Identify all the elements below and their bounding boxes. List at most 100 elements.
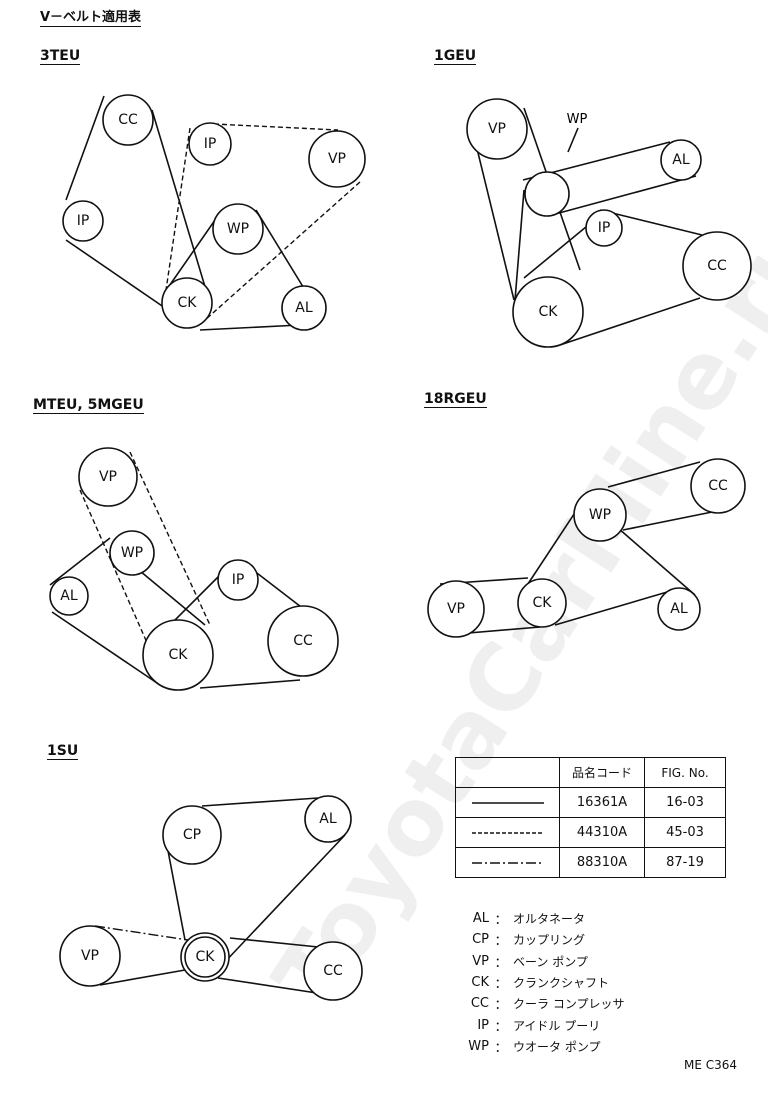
pulley-ck-label: CK — [539, 304, 559, 320]
page-title: V－ベルト適用表 — [40, 6, 142, 27]
pulley-vp: VP — [308, 130, 366, 188]
pulley-al: AL — [304, 795, 352, 843]
diagram-1geu: WP VP AL IP CC CK — [466, 98, 752, 348]
line-sample-solid — [455, 787, 560, 818]
abbreviation-name: アイドル プーリ — [513, 1018, 601, 1033]
legend-row: 44310A 45-03 — [455, 817, 726, 848]
abbreviation-item: VP ： ベーン ポンプ — [447, 951, 624, 972]
abbreviation-colon: ： — [494, 913, 508, 929]
abbreviation-name: オルタネータ — [513, 912, 586, 927]
legend-fig: 87-19 — [644, 847, 726, 878]
pulley-wp: WP — [212, 203, 264, 255]
pulley-ip-label: IP — [232, 572, 245, 588]
legend-code: 44310A — [559, 817, 645, 848]
pulley-wp-label: WP — [121, 545, 143, 561]
pulley-ck-label: CK — [169, 647, 189, 663]
legend-fig: 45-03 — [644, 817, 726, 848]
legend-row: 88310A 87-19 — [455, 847, 726, 878]
legend-header-row: 品名コード FIG. No. — [455, 757, 726, 788]
pulley-cp-label: CP — [183, 827, 201, 843]
pulley-ck-label: CK — [178, 295, 198, 311]
line-sample-dashed — [455, 817, 560, 848]
abbreviation-code: AL — [472, 911, 489, 927]
pulley-vp: VP — [466, 98, 528, 160]
abbreviation-code: CK — [471, 975, 489, 991]
pulley-al-label: AL — [319, 811, 337, 827]
pulley-vp-label: VP — [99, 469, 117, 485]
pulley-ck: CK — [161, 277, 213, 329]
pulley-cp: CP — [162, 805, 222, 865]
abbreviation-name: カップリング — [513, 933, 586, 948]
pulley-wp: WP — [573, 488, 627, 542]
pulley-vp: VP — [427, 580, 485, 638]
pulley-ck-label: CK — [196, 949, 216, 965]
legend-header-line — [455, 757, 560, 788]
pulley-vp-label: VP — [328, 151, 346, 167]
pulley-vp: VP — [59, 925, 121, 987]
abbreviation-code: CP — [472, 932, 489, 948]
pulley-cc-label: CC — [707, 258, 727, 274]
pulley-vp-label: VP — [81, 948, 99, 964]
abbreviation-name: クランクシャフト — [513, 976, 610, 991]
pulley-cc: CC — [303, 941, 363, 1001]
pulley-wp — [524, 171, 570, 217]
legend-row: 16361A 16-03 — [455, 787, 726, 818]
abbreviation-colon: ： — [494, 1040, 508, 1056]
legend-code: 16361A — [559, 787, 645, 818]
pulley-al-label: AL — [60, 588, 78, 604]
belt-legend-table: 品名コード FIG. No. 16361A 16-03 44310A 45-03… — [455, 757, 726, 878]
pulley-ck: CK — [517, 578, 567, 628]
diagram-label-mteu: MTEU, 5MGEU — [33, 397, 144, 414]
pulley-al-label: AL — [295, 300, 313, 316]
abbreviation-colon: ： — [494, 934, 508, 950]
legend-header-fig: FIG. No. — [644, 757, 726, 788]
pulley-cc: CC — [102, 94, 154, 146]
pulley-ip: IP — [62, 200, 104, 242]
pulley-wp-label: WP — [589, 507, 611, 523]
pulley-ip: IP — [585, 209, 623, 247]
pulley-ck: CK — [180, 932, 230, 982]
pulley-cc: CC — [690, 458, 746, 514]
line-sample-dash-dot — [455, 847, 560, 878]
pulley-wp-label: WP — [227, 221, 249, 237]
pulley-vp-label: VP — [488, 121, 506, 137]
legend-fig: 16-03 — [644, 787, 726, 818]
diagram-mteu-5mgeu: VP WP AL IP CK CC — [49, 447, 339, 691]
pulley-ip-label: IP — [598, 220, 611, 236]
pulley-al-label: AL — [670, 601, 688, 617]
abbreviation-name: ウオータ ポンプ — [513, 1039, 601, 1054]
pulley-ck-label: CK — [533, 595, 553, 611]
pulley-ip: IP — [217, 559, 259, 601]
pulley-vp-label: VP — [447, 601, 465, 617]
abbreviation-item: CP ： カップリング — [447, 929, 624, 950]
diagram-1su: CP AL VP CK CC — [59, 795, 363, 1001]
legend-header-code: 品名コード — [559, 757, 645, 788]
diagram-label-3teu: 3TEU — [40, 48, 81, 65]
pulley-al: AL — [281, 285, 327, 331]
abbreviation-name: クーラ コンプレッサ — [513, 997, 625, 1012]
abbreviation-item: AL ： オルタネータ — [447, 908, 624, 929]
abbreviation-item: CC ： クーラ コンプレッサ — [447, 993, 625, 1014]
document-code: ME C364 — [684, 1058, 738, 1072]
abbreviation-item: WP ： ウオータ ポンプ — [447, 1036, 624, 1057]
abbreviation-colon: ： — [494, 977, 508, 993]
pulley-ck: CK — [512, 276, 584, 348]
pulley-al-label: AL — [672, 152, 690, 168]
abbreviation-colon: ： — [494, 998, 508, 1014]
pulley-cc-label: CC — [293, 633, 313, 649]
pulley-cc-label: CC — [118, 112, 138, 128]
pulley-ck: CK — [142, 619, 214, 691]
diagram-18rgeu: CC WP VP CK AL — [427, 458, 746, 638]
diagram-label-1su: 1SU — [47, 743, 79, 760]
abbreviation-item: CK ： クランクシャフト — [447, 972, 624, 993]
abbreviation-code: CC — [470, 996, 489, 1012]
pulley-cc: CC — [267, 605, 339, 677]
abbreviation-item: IP ： アイドル プーリ — [447, 1014, 624, 1035]
diagram-label-18rgeu: 18RGEU — [424, 391, 487, 408]
legend-code: 88310A — [559, 847, 645, 878]
abbreviation-code: IP — [477, 1017, 489, 1033]
pulley-cc-label: CC — [708, 478, 728, 494]
pulley-al: AL — [657, 587, 701, 631]
pulley-cc-label: CC — [323, 963, 343, 979]
